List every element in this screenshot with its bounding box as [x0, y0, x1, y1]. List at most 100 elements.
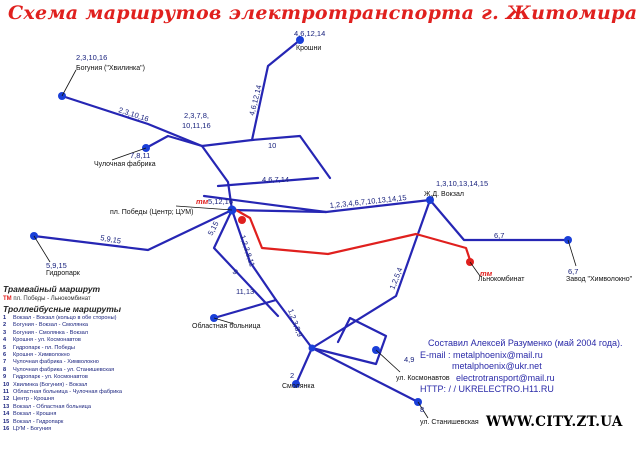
- label-boguniya: Богуния ("Хвилинка"): [76, 65, 145, 72]
- label-gidropark: Гидропарк: [46, 270, 81, 277]
- legend-route-desc: ЦУМ - Богуния: [13, 426, 52, 433]
- leader-pl-pobedy: [175, 205, 233, 211]
- route-line-east-south: [310, 198, 432, 350]
- stop-smolyanka: [292, 380, 300, 388]
- route-line-krosheni: [250, 38, 302, 142]
- label-kosmonavtov: ул. Космонавтов: [396, 375, 450, 382]
- site-url[interactable]: WWW.CITY.ZT.UA: [486, 414, 623, 430]
- rn-6-7: 6,7: [494, 231, 504, 240]
- legend-route-item: 7 Чулочная фабрика - Химволокно: [3, 359, 183, 366]
- legend-troll-title: Троллейбусные маршруты: [3, 304, 122, 314]
- label-pl-pobedy: пл. Победы (Центр; ЦУМ): [110, 208, 193, 216]
- rn-tm-lnk: тм: [480, 269, 493, 278]
- label-zd-vokzal: Ж.Д. Вокзал: [424, 191, 464, 198]
- legend-route-item: 5 Гидропарк - пл. Победы: [3, 345, 183, 352]
- label-chulochnaya: Чулочная фабрика: [94, 160, 156, 168]
- leader-zavod: [567, 239, 577, 267]
- route-line-chulochnaya: [144, 134, 204, 150]
- legend-route-number: 8: [3, 366, 7, 373]
- rn-ring-mid: 4,6,7,14: [262, 175, 289, 184]
- stop-south-hub: [308, 344, 316, 352]
- route-line-ring-mid: [216, 176, 320, 188]
- legend-route-number: 10: [3, 381, 10, 388]
- rn-south-a: 1,2,3,8,11: [238, 234, 257, 268]
- tram-stop-center: [238, 216, 246, 224]
- legend-route-number: 14: [3, 411, 10, 418]
- contacts-email-label: E-mail :: [420, 349, 451, 360]
- rn-2: 2: [290, 371, 294, 380]
- contacts: Составил Алексей Разуменко (май 2004 год…: [412, 338, 638, 396]
- rn-9: 9: [230, 268, 240, 277]
- legend-route-desc: Гидропарк - пл. Победы: [13, 344, 75, 351]
- label-zavod: Завод "Химволокно": [566, 276, 633, 283]
- route-line-center-station: [230, 198, 432, 214]
- label-stanishevka: ул. Станишевская: [420, 419, 479, 426]
- leader-boguniya: [61, 69, 77, 97]
- legend-route-number: 2: [3, 322, 7, 329]
- rn-gidropark-line: 5,9,15: [100, 233, 122, 245]
- legend-route-number: 6: [3, 352, 7, 359]
- legend-route-number: 3: [3, 329, 7, 336]
- route-line-obl-bolnica: [212, 298, 278, 320]
- contacts-email-1[interactable]: metalphoenix@mail.ru: [453, 349, 543, 360]
- route-line-west: [212, 208, 280, 318]
- route-line-ring-top: [200, 134, 332, 180]
- rn-north-a: 2,3,7,8,: [184, 111, 209, 120]
- legend-route-desc: Вокзал - Областная больница: [13, 403, 91, 410]
- legend-route-item: 1 Вокзал - Вокзал (кольцо в обе стороны): [3, 315, 183, 322]
- leader-obl-bolnica: [213, 317, 235, 325]
- legend-route-desc: Богуния - Смолянка - Вокзал: [13, 329, 89, 336]
- route-line-stanishevka: [310, 346, 420, 404]
- legend-route-number: 11: [3, 389, 9, 396]
- leader-kosmonavtov: [375, 349, 401, 373]
- legend-route-desc: Богуния - Вокзал - Смолянка: [13, 322, 89, 329]
- legend-route-desc: Хвилинка (Богуния) - Вокзал: [13, 381, 88, 388]
- rn-4-9: 4,9: [404, 355, 414, 364]
- legend-route-number: 7: [3, 359, 7, 366]
- legend-tram-code: ТМ: [3, 296, 12, 302]
- route-line-gidropark: [32, 208, 234, 252]
- contacts-email-row: E-mail : metalphoenix@mail.ru: [412, 350, 638, 362]
- legend-route-item: 2 Богуния - Вокзал - Смолянка: [3, 322, 183, 329]
- stop-krosheni: [296, 36, 304, 44]
- rn-boguniya-line: 2,3,10,16: [117, 105, 150, 123]
- contacts-http[interactable]: HTTP: / / UKRELECTRO.H11.RU: [420, 384, 554, 394]
- tram-line: [235, 209, 472, 261]
- legend-route-desc: Вокзал - Вокзал (кольцо в обе стороны): [13, 315, 117, 321]
- rn-obl-bolnica: 11,13: [236, 287, 254, 296]
- rn-gidropark: 5,9,15: [46, 261, 67, 270]
- label-obl-bolnica: Областная больница: [192, 322, 261, 330]
- label-krosheni: Крошни: [296, 45, 321, 52]
- legend-route-desc: Областная больница - Чулочная фабрика: [13, 389, 122, 396]
- leader-stanishevka: [417, 401, 429, 419]
- route-line-ring-bottom: [202, 194, 328, 214]
- legend-route-number: 16: [3, 426, 10, 433]
- rn-tm-center: тм: [196, 197, 209, 206]
- legend-route-number: 5: [3, 344, 7, 351]
- route-line-boguniya: [60, 94, 204, 148]
- contacts-author: Составил Алексей Разуменко (май 2004 год…: [428, 338, 623, 348]
- rn-north-b: 10,11,16: [182, 121, 211, 130]
- route-line-cosmonavtov: [310, 316, 388, 366]
- legend-route-desc: Вокзал - Гидропарк: [13, 418, 64, 425]
- rn-8: 8: [420, 405, 424, 414]
- legend-tram-title: Трамвайный маршрут: [3, 284, 101, 294]
- contacts-email-3[interactable]: electrotransport@mail.ru: [456, 372, 555, 383]
- legend-route-desc: Чулочная фабрика - Химволокно: [13, 359, 99, 366]
- legend-tram-row: ТМ пл. Победы - Льнокомбинат: [3, 295, 183, 303]
- label-smolyanka: Смолянка: [282, 383, 315, 390]
- contacts-email-2[interactable]: metalphoenix@ukr.net: [452, 361, 542, 371]
- legend-route-number: 1: [3, 315, 7, 321]
- rn-south-b: 1,2,3,8,9: [286, 308, 304, 339]
